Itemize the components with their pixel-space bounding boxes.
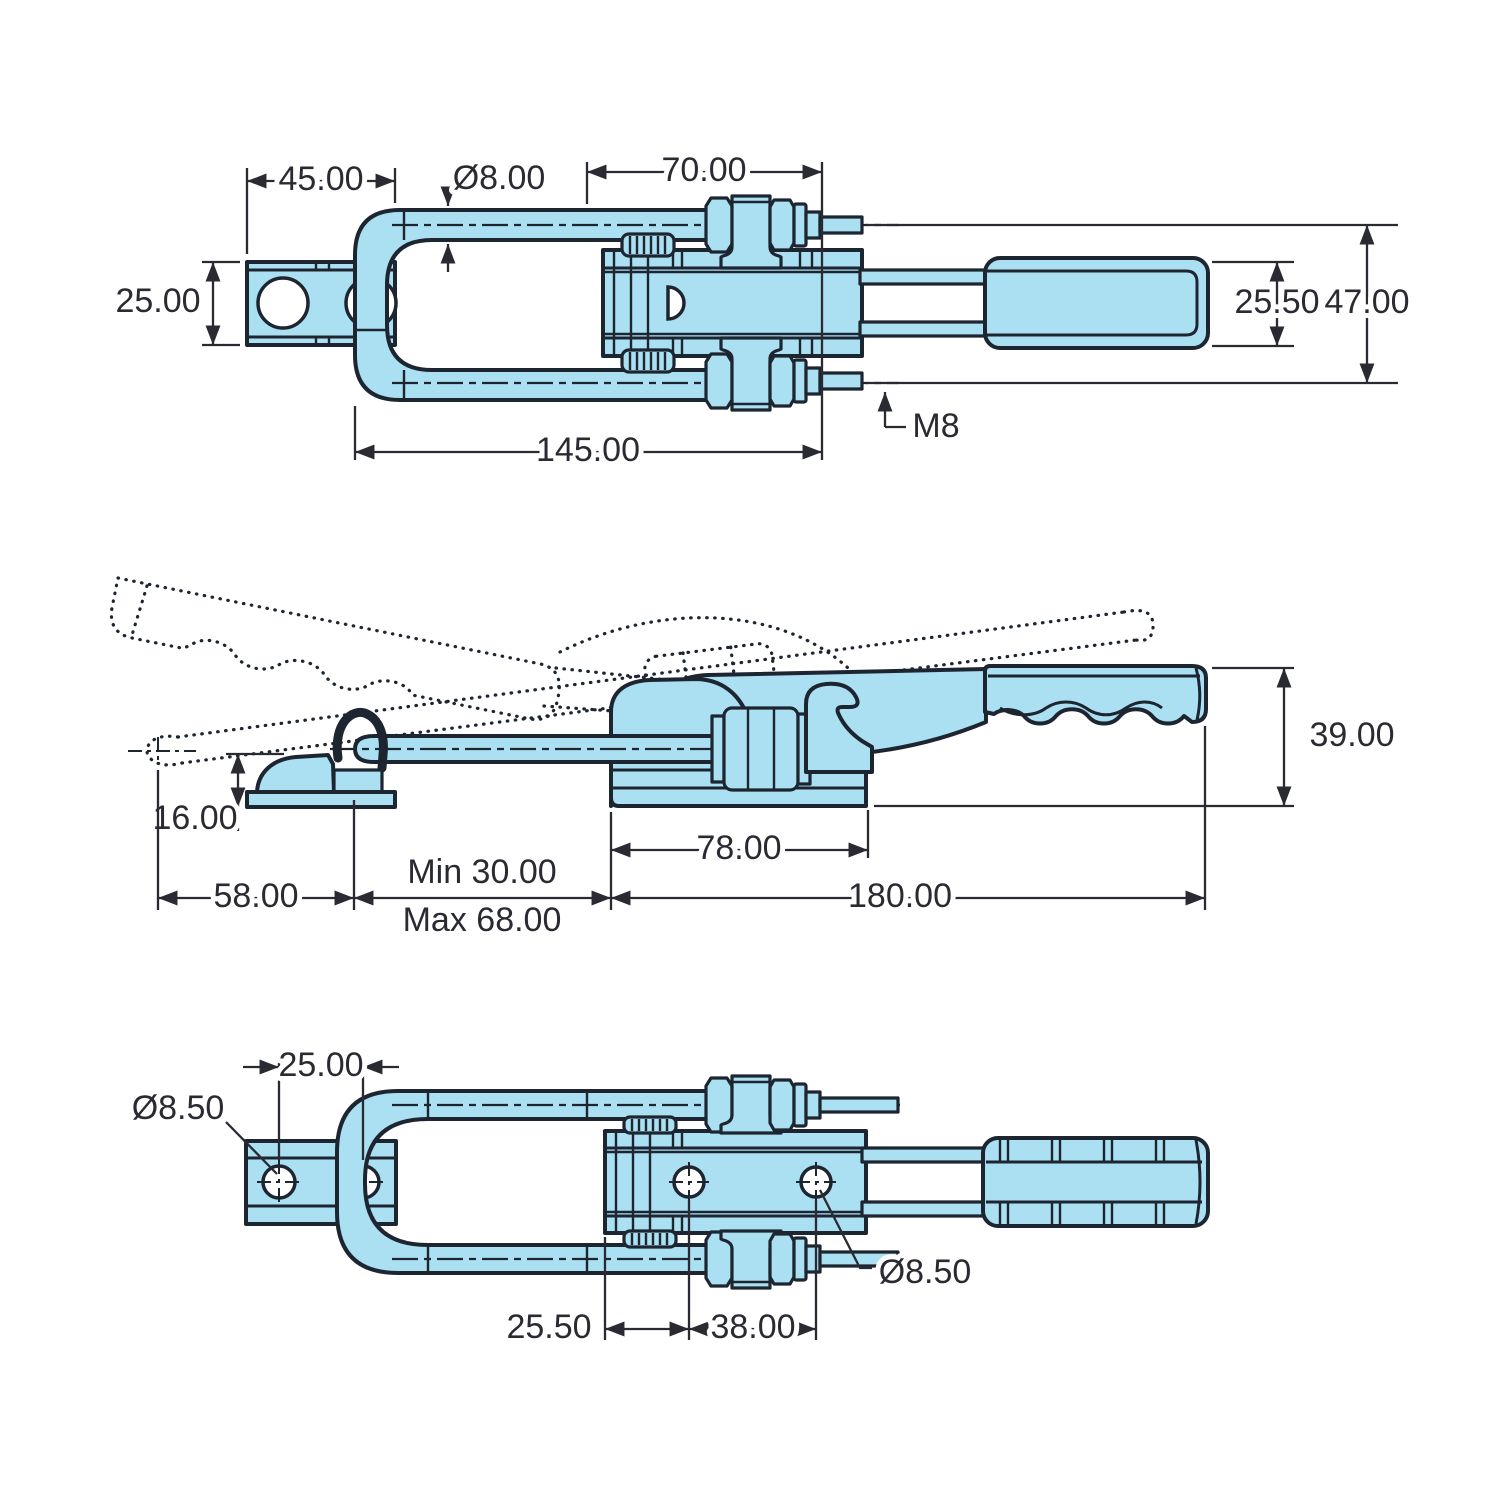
dim-25-5-bottom: 25.50	[501, 1200, 691, 1351]
dia85-left-label: Ø8.50	[132, 1089, 225, 1127]
dim-25-bottom-label: 25.00	[278, 1046, 363, 1084]
dim-38: 38.00	[688, 1200, 818, 1351]
lever-rail	[860, 1146, 990, 1164]
dim-16-label: 16.00	[152, 799, 237, 837]
bottom-view: 25.00 Ø8.50 25.50 38.00 Ø8.50	[127, 1041, 1210, 1351]
lever-rail	[860, 1200, 990, 1218]
dim-25-5-top-label: 25.50	[1234, 283, 1319, 321]
dim-max-label: Max 68.00	[403, 901, 562, 939]
dim-39-label: 39.00	[1309, 716, 1394, 754]
plate-hole	[256, 276, 310, 330]
foot-side	[245, 753, 397, 809]
dim-180: 180.00	[610, 726, 1207, 920]
m8-label: M8	[912, 407, 959, 445]
dim-dia8: Ø8.00	[440, 154, 550, 272]
dim-180-label: 180.00	[848, 877, 952, 915]
dim-dia8-label: Ø8.00	[453, 159, 546, 197]
latch-plate-bottom	[244, 1139, 398, 1226]
dim-min-label: Min 30.00	[407, 853, 556, 891]
dim-145: 145.00	[353, 406, 823, 474]
dim-25-top-label: 25.00	[115, 282, 200, 320]
side-view: 16.00 58.00 Min 30.00 Max 68.00 78.00 18…	[109, 576, 1400, 944]
label-dia85-right: Ø8.50	[818, 1189, 976, 1296]
hook-catch-side	[804, 681, 874, 774]
dim-45: 45.00	[245, 155, 397, 254]
adjusting-nuts-bottom	[704, 1074, 900, 1290]
dim-78: 78.00	[610, 810, 870, 872]
dim-70-label: 70.00	[661, 151, 746, 189]
adjusting-nuts-top	[704, 194, 864, 412]
thread-stub-bottom	[622, 1115, 678, 1249]
handle-grip-side	[983, 664, 1208, 726]
handle-grip-bottom	[981, 1136, 1210, 1228]
dim-145-label: 145.00	[536, 431, 640, 469]
dia85-right-label: Ø8.50	[879, 1253, 972, 1291]
top-view: 45.00 Ø8.00 70.00 145.00 25.00	[110, 146, 1415, 474]
label-dia85-left: Ø8.50	[127, 1084, 278, 1175]
dim-47: 47.00	[866, 223, 1415, 385]
dim-min-max: Min 30.00 Max 68.00	[353, 812, 613, 944]
lever-rail	[858, 320, 990, 338]
clamp-body-bottom	[603, 1129, 868, 1235]
dim-78-label: 78.00	[696, 829, 781, 867]
dim-70: 70.00	[585, 146, 824, 460]
dim-47-label: 47.00	[1324, 283, 1409, 321]
lever-rail	[858, 268, 990, 286]
handle-grip-top	[983, 256, 1210, 350]
dim-45-label: 45.00	[278, 160, 363, 198]
dim-16: 16.00	[147, 752, 284, 842]
pivot-hole-arc	[666, 285, 686, 321]
dim-25-5-bottom-label: 25.50	[506, 1308, 591, 1346]
dim-25-bottom: 25.00	[243, 1041, 399, 1160]
label-m8: M8	[877, 391, 965, 450]
dim-58-label: 58.00	[213, 877, 298, 915]
catch-curl	[332, 708, 388, 773]
dim-25-5-top: 25.50	[1212, 260, 1325, 348]
dim-39: 39.00	[874, 666, 1400, 808]
thread-stub-top	[620, 232, 676, 374]
dim-25-top: 25.00	[110, 260, 240, 347]
dim-38-label: 38.00	[710, 1308, 795, 1346]
